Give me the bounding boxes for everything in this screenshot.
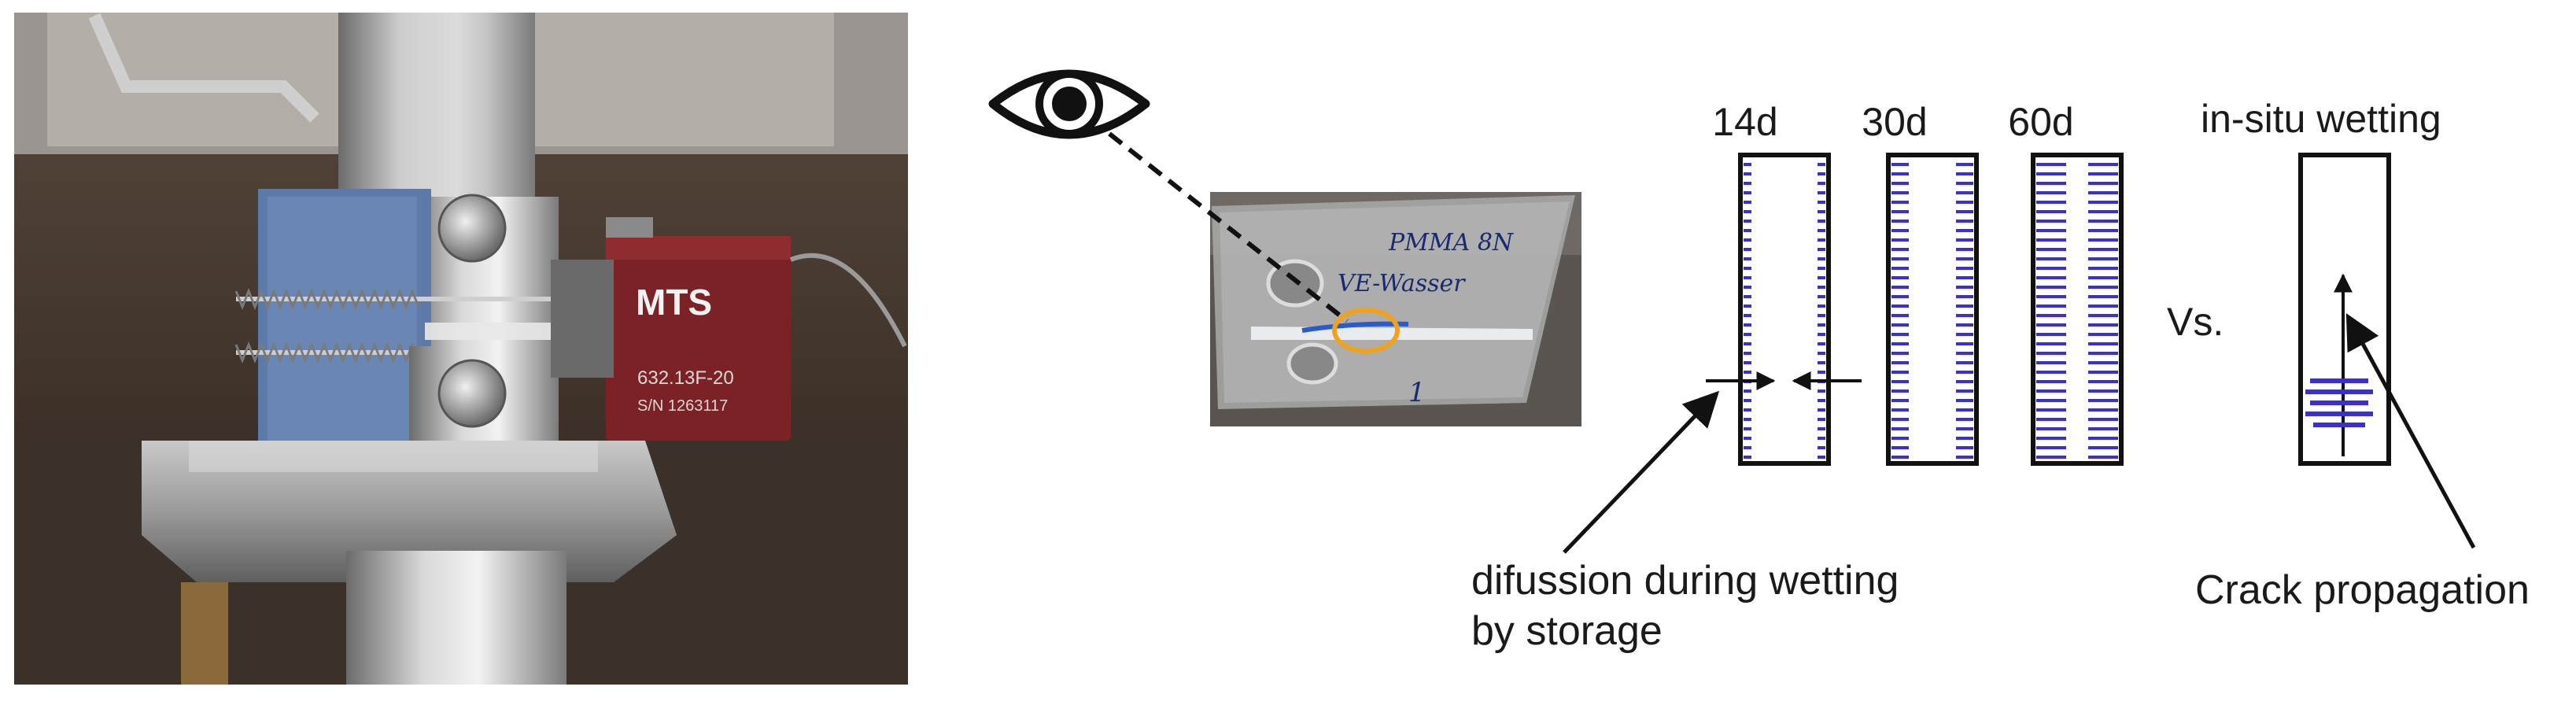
vs-label: Vs. bbox=[2167, 300, 2224, 344]
column-14d bbox=[1738, 153, 1831, 466]
spring-coils bbox=[234, 287, 420, 364]
column-label-14d: 14d bbox=[1712, 100, 1778, 144]
handwriting-number: 1 bbox=[1408, 377, 1426, 408]
mts-model: 632.13F-20 bbox=[637, 367, 734, 389]
specimen-photo: PMMA 8N VE-Wasser 1 bbox=[1210, 192, 1581, 426]
highlight-circle bbox=[1332, 308, 1400, 353]
storage-columns bbox=[1738, 153, 2124, 466]
handwriting-pmma: PMMA 8N bbox=[1388, 229, 1515, 257]
column-30d-outline bbox=[1886, 153, 1979, 466]
insitu-hatch bbox=[2305, 378, 2373, 427]
diffusion-leader-arrow bbox=[1563, 390, 1720, 554]
mts-brand: MTS bbox=[636, 282, 712, 323]
test-machine-photo: MTS 632.13F-20 S/N 1263117 bbox=[14, 13, 908, 685]
eye-icon bbox=[988, 69, 1150, 139]
crack-leader-arrow bbox=[2345, 313, 2476, 549]
column-60d-outline bbox=[2031, 153, 2124, 466]
column-label-30d: 30d bbox=[1862, 100, 1928, 144]
column-30d bbox=[1886, 153, 1979, 466]
column-label-60d: 60d bbox=[2008, 100, 2074, 144]
column-14d-outline bbox=[1738, 153, 1831, 466]
mts-serial: S/N 1263117 bbox=[637, 397, 728, 415]
crack-label: Crack propagation bbox=[2195, 567, 2530, 613]
sight-line bbox=[1108, 131, 1349, 323]
insitu-label: in-situ wetting bbox=[2201, 97, 2441, 141]
insitu-column bbox=[2298, 153, 2391, 466]
handwriting-water: VE-Wasser bbox=[1338, 270, 1466, 297]
column-60d bbox=[2031, 153, 2124, 466]
diffusion-label: difussion during wetting by storage bbox=[1471, 558, 1899, 654]
